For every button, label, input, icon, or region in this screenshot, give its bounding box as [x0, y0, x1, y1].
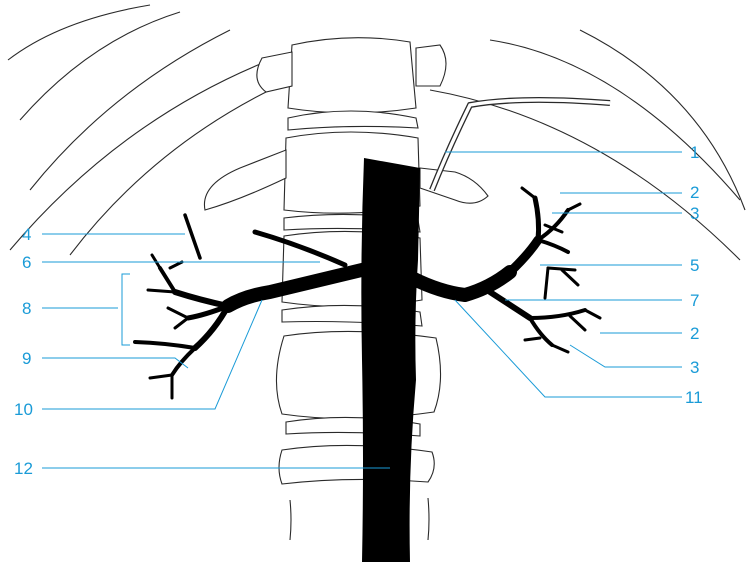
label-9: 9 — [22, 349, 31, 368]
label-5: 5 — [690, 256, 699, 275]
label-1: 1 — [690, 143, 699, 162]
label-3a: 3 — [690, 204, 699, 223]
label-10: 10 — [14, 400, 33, 419]
label-4: 4 — [22, 225, 31, 244]
label-11: 11 — [685, 388, 703, 407]
label-7: 7 — [690, 291, 699, 310]
label-6: 6 — [22, 253, 31, 272]
aorta — [361, 158, 420, 562]
label-12: 12 — [14, 459, 33, 478]
label-3b: 3 — [690, 358, 699, 377]
label-2b: 2 — [690, 324, 699, 343]
label-2a: 2 — [690, 183, 699, 202]
label-8: 8 — [22, 299, 31, 318]
